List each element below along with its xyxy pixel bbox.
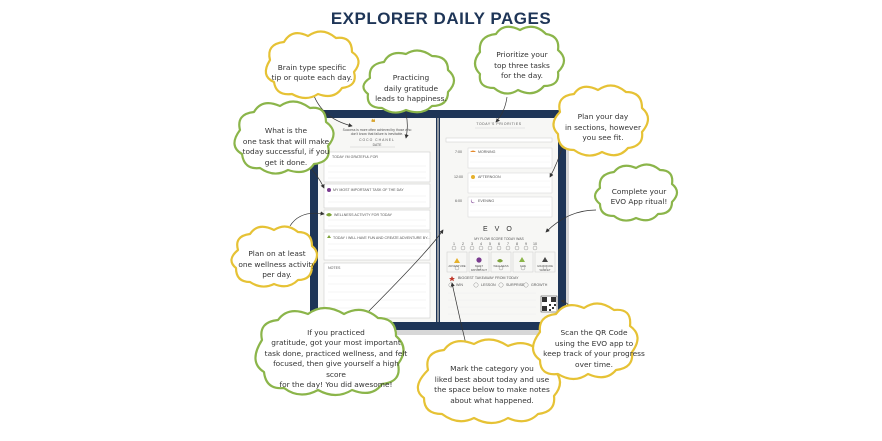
cloud-plan-day xyxy=(552,84,650,157)
option-lesson: LESSON xyxy=(481,283,496,287)
callout-one-task: What is the one task that will make toda… xyxy=(242,126,330,167)
option-win: WIN xyxy=(456,283,463,287)
category-wellness: WELLNESS xyxy=(493,264,509,268)
qr-code xyxy=(540,295,558,313)
quote-author: COCO CHANEL xyxy=(359,138,395,142)
callout-prioritize: Prioritize your top three tasks for the … xyxy=(494,50,550,81)
daily-quote: Success is more often achieved by those … xyxy=(342,128,412,136)
score-6: 6 xyxy=(498,242,500,246)
cloud-evo-ritual xyxy=(593,163,679,222)
score-10: 10 xyxy=(533,242,537,246)
score-3: 3 xyxy=(471,242,473,246)
cloud-one-task xyxy=(233,100,335,175)
category-adventure: ADVENTURE xyxy=(448,264,466,268)
score-5: 5 xyxy=(489,242,491,246)
cloud-gratitude xyxy=(362,49,456,114)
cloud-category xyxy=(416,338,562,425)
cloud-qr xyxy=(531,302,639,381)
cloud-brain-tip xyxy=(264,30,360,100)
grateful-label: TODAY I'M GRATEFUL FOR xyxy=(332,155,379,159)
callout-evo-ritual: Complete your EVO App ritual! xyxy=(610,186,668,207)
time-morning: 7:00 xyxy=(455,150,462,154)
callout-category: Mark the category you liked best about t… xyxy=(434,364,550,405)
time-afternoon: 12:00 xyxy=(454,175,463,179)
score-7: 7 xyxy=(507,242,509,246)
score-8: 8 xyxy=(516,242,518,246)
clouds xyxy=(230,25,679,425)
page-title: EXPLORER DAILY PAGES xyxy=(330,9,552,28)
category-fun: FUN xyxy=(520,264,526,268)
option-surprise: SURPRISE xyxy=(506,283,525,287)
callout-brain-tip: Brain type specific tip or quote each da… xyxy=(271,62,353,83)
label-afternoon: AFTERNOON xyxy=(478,175,501,179)
category-most-important: MOST IMPORTANT xyxy=(470,264,488,272)
cloud-prioritize xyxy=(473,25,566,95)
callout-wellness: Plan on at least one wellness activity p… xyxy=(238,249,316,280)
important-task-label: MY MOST IMPORTANT TASK OF THE DAY xyxy=(333,188,404,192)
callout-plan-day: Plan your day in sections, however you s… xyxy=(564,112,641,143)
quote-mark-icon: ❝ xyxy=(371,118,376,127)
adventure-label: TODAY I WILL HAVE FUN AND CREATE ADVENTU… xyxy=(333,236,431,240)
date-label: DATE xyxy=(372,143,382,147)
score-4: 4 xyxy=(480,242,482,246)
notes-label: NOTES xyxy=(328,266,341,270)
option-growth: GROWTH xyxy=(531,283,548,287)
score-1: 1 xyxy=(453,242,455,246)
cloud-high-score xyxy=(254,306,405,397)
biggest-takeaway-label: BIGGEST TAKEAWAY FROM TODAY xyxy=(458,276,519,280)
callout-gratitude: Practicing daily gratitude leads to happ… xyxy=(375,73,447,104)
label-evening: EVENING xyxy=(478,199,495,203)
category-gratitude-wallet: GRATITUDE WALLET xyxy=(537,264,553,272)
callout-qr: Scan the QR Code using the EVO app to ke… xyxy=(543,328,645,369)
score-2: 2 xyxy=(462,242,464,246)
cloud-wellness xyxy=(230,225,319,288)
priorities-label: TODAY'S PRIORITIES xyxy=(476,122,522,126)
flow-score-label: MY FLOW SCORE TODAY WAS xyxy=(474,237,524,241)
label-morning: MORNING xyxy=(478,150,496,154)
score-9: 9 xyxy=(525,242,527,246)
wellness-label: WELLNESS ACTIVITY FOR TODAY xyxy=(334,213,393,217)
callout-high-score: If you practiced gratitude, got your mos… xyxy=(264,327,408,390)
time-evening: 6:00 xyxy=(455,199,462,203)
evo-letters: EVO xyxy=(483,226,519,233)
